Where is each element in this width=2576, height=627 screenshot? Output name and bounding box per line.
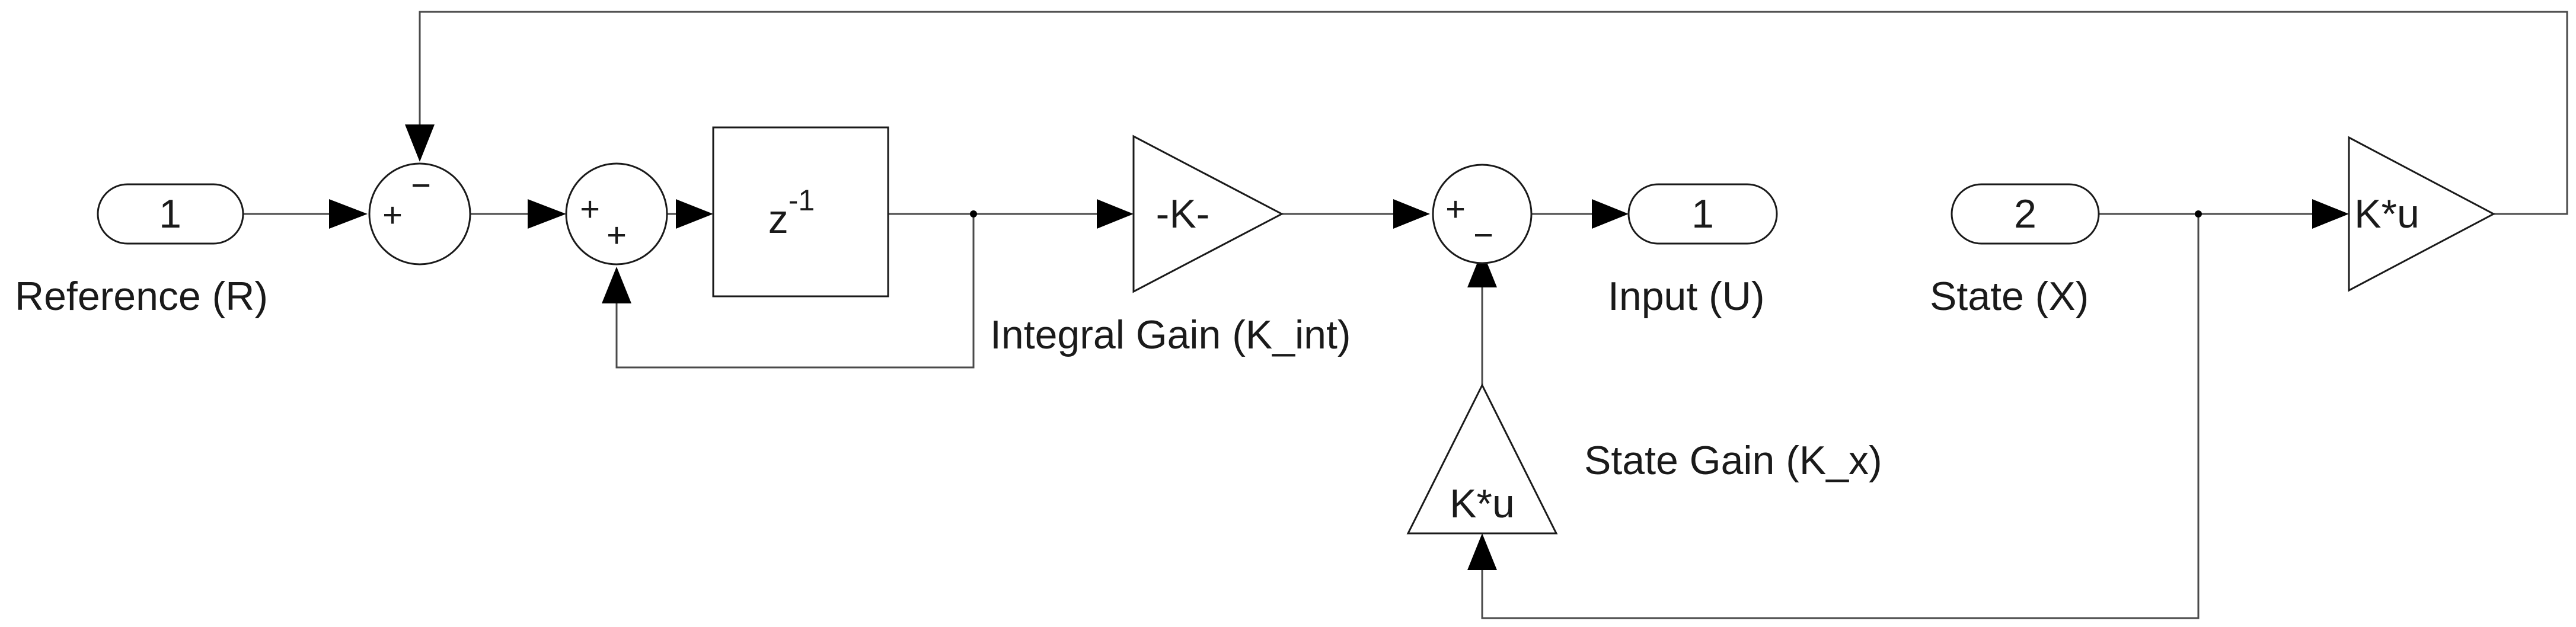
inport-state-shape[interactable]: [1951, 183, 2100, 245]
sum-block-2-sign-bottom: +: [607, 216, 627, 255]
unit-delay-text: z-1: [768, 184, 815, 242]
outport-input[interactable]: 1: [1627, 183, 1778, 245]
inport-reference[interactable]: 1: [97, 183, 244, 245]
arrow-into-sum2-bottom: [602, 267, 631, 303]
arrow-into-sum3: [1393, 199, 1430, 229]
wire-top-feedback-loop: [419, 11, 2568, 215]
sum-block-1-sign-left: +: [382, 196, 403, 235]
outport-input-number: 1: [1691, 191, 1714, 236]
feedback-gain-shape[interactable]: [2348, 136, 2496, 292]
inport-reference-number: 1: [159, 191, 181, 236]
state-gain-block[interactable]: K*u: [1406, 383, 1558, 535]
inport-reference-shape[interactable]: [97, 183, 244, 245]
arrow-into-output-port: [1592, 199, 1629, 229]
state-gain-text: K*u: [1450, 481, 1515, 526]
inport-state[interactable]: 2: [1951, 183, 2100, 245]
branch-point-state: [2195, 210, 2202, 217]
inport-reference-label: Reference (R): [15, 274, 268, 319]
feedback-gain-text: K*u: [2354, 191, 2419, 236]
integral-gain-text: -K-: [1156, 191, 1210, 236]
wire-integrator-feedback: [615, 214, 975, 369]
sum-block-3-shape[interactable]: [1432, 164, 1533, 264]
signal-wires: [243, 11, 2568, 619]
sum-block-3[interactable]: + −: [1432, 164, 1533, 264]
arrow-into-delay: [676, 199, 713, 229]
sum-block-1-sign-top: −: [411, 167, 431, 205]
wire-state-to-state-gain: [1481, 214, 2200, 619]
outport-input-label: Input (U): [1608, 274, 1765, 319]
state-gain-label: State Gain (K_x): [1584, 438, 1882, 483]
sum-block-2-sign-left: +: [580, 190, 600, 229]
inport-state-number: 2: [2014, 191, 2036, 236]
arrow-into-sum1-top: [405, 124, 435, 162]
inport-state-label: State (X): [1930, 274, 2089, 319]
unit-delay-shape[interactable]: [712, 126, 889, 297]
branch-point-integrator: [970, 210, 977, 217]
unit-delay-base: z: [768, 197, 789, 242]
arrow-into-sum1: [329, 199, 368, 229]
sum-block-3-sign-bottom: −: [1473, 216, 1493, 255]
outport-input-shape[interactable]: [1627, 183, 1778, 245]
sum-block-3-sign-left: +: [1445, 190, 1466, 229]
unit-delay-exponent: -1: [789, 184, 815, 217]
sum-block-1-shape[interactable]: [368, 162, 471, 265]
state-gain-shape[interactable]: [1406, 383, 1558, 535]
sum-block-2-shape[interactable]: [565, 162, 668, 265]
sum-block-1[interactable]: + −: [368, 162, 471, 265]
arrow-into-sum2: [528, 199, 566, 229]
arrowheads: [329, 124, 2349, 570]
integral-gain-label: Integral Gain (K_int): [990, 312, 1351, 357]
sum-block-2[interactable]: + +: [565, 162, 668, 265]
arrow-into-sum3-bottom: [1467, 251, 1497, 287]
arrow-into-integral-gain: [1097, 199, 1134, 229]
feedback-gain-block[interactable]: K*u: [2348, 136, 2496, 292]
arrow-into-feedback-gain: [2312, 199, 2349, 229]
integral-gain-shape[interactable]: [1132, 135, 1284, 293]
arrow-into-state-gain: [1467, 533, 1497, 570]
integral-gain-block[interactable]: -K-: [1132, 135, 1284, 293]
unit-delay-block[interactable]: z-1: [712, 126, 889, 297]
